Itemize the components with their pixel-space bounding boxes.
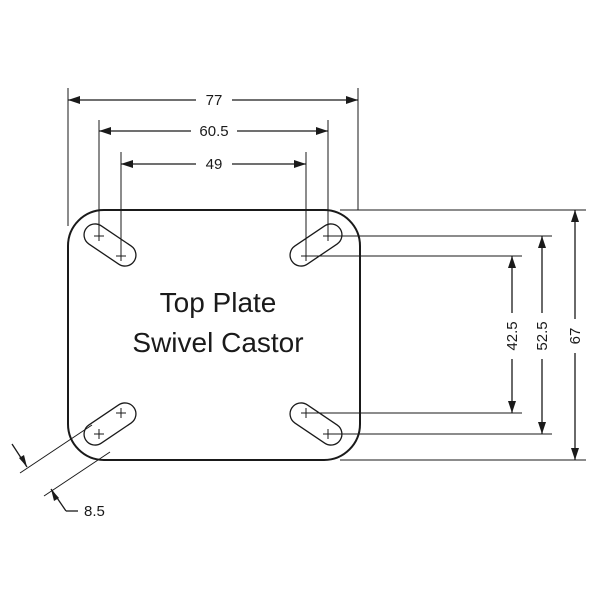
svg-text:52.5: 52.5 <box>534 321 551 350</box>
svg-text:8.5: 8.5 <box>84 503 105 520</box>
mounting-slot-top-right <box>285 219 347 271</box>
hole-centre-mark <box>93 428 105 440</box>
dimension-height-outer-holes: 52.5 <box>330 235 552 435</box>
svg-text:42.5: 42.5 <box>504 321 521 350</box>
dimension-slot-width: 8.5 <box>11 424 111 520</box>
dimension-width-overall: 77 <box>67 88 359 226</box>
svg-text:67: 67 <box>567 328 584 345</box>
mounting-slot-bottom-left <box>79 398 141 450</box>
mounting-slot-bottom-right <box>285 398 347 450</box>
title-line-2: Swivel Castor <box>132 327 303 358</box>
dimension-height-overall: 67 <box>340 209 586 461</box>
svg-text:60.5: 60.5 <box>199 123 228 140</box>
title-line-1: Top Plate <box>160 287 277 318</box>
mounting-slot-top-left <box>79 219 141 271</box>
dimension-height-inner-holes: 42.5 <box>308 255 522 414</box>
top-plate-outline <box>67 209 361 461</box>
hole-centre-mark <box>115 407 127 419</box>
svg-text:77: 77 <box>206 92 223 109</box>
svg-text:49: 49 <box>206 156 223 173</box>
dimension-width-inner-holes: 49 <box>120 152 307 256</box>
dimension-width-outer-holes: 60.5 <box>98 120 329 236</box>
